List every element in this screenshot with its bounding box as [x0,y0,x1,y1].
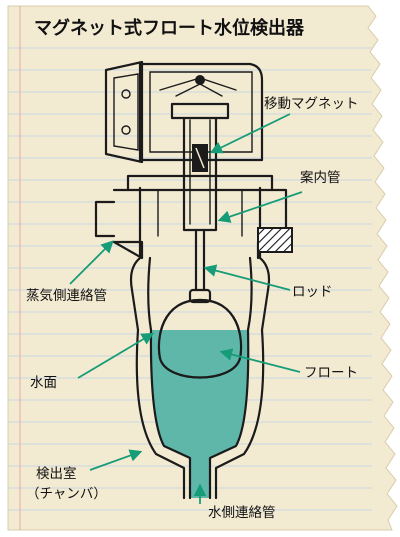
magnet-arm [170,102,230,120]
label-chamber-sub: （チャンバ） [26,486,107,502]
annotation-rod: ロッド [203,264,333,300]
magnet-housing-inner [149,71,253,153]
label-chamber: 検出室 [36,465,77,482]
label-moving-magnet: 移動マグネット [264,96,359,112]
label-guide-tube: 案内管 [300,169,341,186]
annotation-water-surface: 水面 [30,332,155,391]
arrow-chamber [89,449,143,471]
float-submerged [157,334,243,378]
pivot [195,75,205,85]
steam-pipe-stub [94,200,116,238]
switch-terminal [121,89,131,99]
level-detector-device [94,60,293,500]
chamber-body [129,186,271,500]
guide-tube-inner [189,119,211,225]
arrow-float [219,348,301,373]
annotation-steam-side-pipe: 蒸気側連絡管 [26,240,114,304]
chamber-inner-wall [147,256,253,500]
magnet-highlight [195,147,205,169]
arrow-guide-tube [217,191,303,223]
magnet-housing [138,62,264,162]
guide-tube [182,116,218,232]
annotation-guide-tube: 案内管 [217,169,341,223]
label-rod: ロッド [292,284,333,300]
label-water-surface: 水面 [30,375,57,391]
hatched-side-block [257,227,293,253]
arrow-steam-side-pipe [69,240,114,285]
annotation-chamber: 検出室 （チャンバ） [26,449,143,502]
annotation-moving-magnet: 移動マグネット [209,96,359,154]
switch-box-inner [113,73,139,151]
switch-box [104,60,144,164]
float-outline [157,298,243,379]
arrow-water-surface [77,332,155,379]
page-title: マグネット式フロート水位検出器 [34,17,305,39]
label-float: フロート [304,365,358,381]
annotation-water-side-pipe: 水側連絡管 [193,483,276,521]
rod [194,228,206,292]
arrow-rod [203,264,291,291]
arrow-moving-magnet [209,113,291,154]
annotation-float: フロート [219,348,358,381]
switch-terminal [121,125,131,135]
label-water-side-pipe: 水側連絡管 [208,505,276,521]
neck-flange [126,174,274,192]
float-top [188,288,212,304]
label-steam-side-pipe: 蒸気側連絡管 [26,288,107,304]
